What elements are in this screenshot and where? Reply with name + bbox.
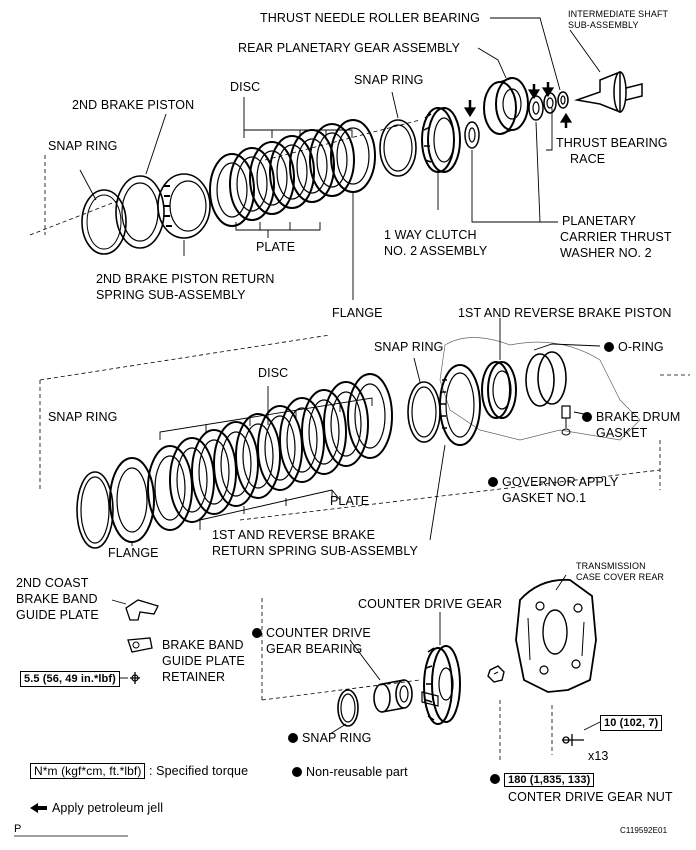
flange-top-label: FLANGE: [332, 306, 383, 320]
page-letter: P: [14, 823, 22, 835]
intermediate-shaft-label-2: SUB-ASSEMBLY: [568, 20, 639, 30]
non-reusable-marker-icon: [582, 412, 592, 422]
counter-drive-bearing-text: COUNTER DRIVE: [266, 626, 371, 640]
o-ring-label: O-RING: [604, 340, 664, 354]
left-arrow-icon: [30, 803, 48, 813]
planetary-carrier-label-1: PLANETARY: [562, 214, 637, 228]
rear-planetary-part: [483, 77, 529, 135]
retainer-label-1: BRAKE BAND: [162, 638, 244, 652]
governor-gasket-label-1: GOVERNOR APPLY: [488, 475, 618, 489]
one-way-clutch-part: [421, 107, 461, 173]
intermediate-shaft-label-1: INTERMEDIATE SHAFT: [568, 9, 669, 19]
first-reverse-return-label-2: RETURN SPRING SUB-ASSEMBLY: [212, 544, 418, 558]
second-brake-piston-part: [115, 175, 165, 249]
case-bolt-torque-box: 10 (102, 7): [600, 715, 663, 731]
gear-nut-torque-row: 180 (1,835, 133): [490, 772, 595, 787]
disc-top-label: DISC: [230, 80, 261, 94]
snap-ring-top-center-label: SNAP RING: [354, 73, 424, 87]
non-reusable-marker-icon: [288, 733, 298, 743]
disc-mid-label: DISC: [258, 366, 289, 380]
second-brake-return-label-1: 2ND BRAKE PISTON RETURN: [96, 272, 275, 286]
plate-top-label: PLATE: [256, 240, 296, 254]
thrust-bearing-race-label-1: THRUST BEARING: [556, 136, 668, 150]
first-reverse-piston-part: [481, 361, 517, 419]
governor-gasket-text: GOVERNOR APPLY: [502, 475, 619, 489]
bolt-count-label: x13: [588, 749, 609, 763]
non-reusable-marker-icon: [488, 477, 498, 487]
retainer-part: [127, 637, 153, 653]
thrust-bearing-race-label-2: RACE: [570, 152, 606, 166]
counter-drive-gear-label: COUNTER DRIVE GEAR: [358, 597, 503, 611]
non-reusable-legend-text: Non-reusable part: [306, 765, 408, 779]
snap-ring-top-left-part: [81, 189, 127, 255]
transmission-case-label-1: TRANSMISSION: [576, 561, 646, 571]
snap-ring-top-left-label: SNAP RING: [48, 139, 118, 153]
planetary-carrier-label-3: WASHER NO. 2: [560, 246, 652, 260]
first-reverse-return-label-1: 1ST AND REVERSE BRAKE: [212, 528, 376, 542]
snap-ring-bottom-label: SNAP RING: [288, 731, 371, 745]
non-reusable-marker-icon: [292, 767, 302, 777]
second-brake-piston-label: 2ND BRAKE PISTON: [72, 98, 195, 112]
guide-plate-part: [125, 599, 159, 621]
one-way-clutch-label-1: 1 WAY CLUTCH: [384, 228, 477, 242]
retainer-label-3: RETAINER: [162, 670, 226, 684]
first-reverse-return-spring-part: [439, 364, 481, 446]
brake-drum-gasket-label-1: BRAKE DRUM: [582, 410, 680, 424]
counter-drive-bearing-label-1: COUNTER DRIVE: [252, 626, 371, 640]
plate-mid-label: PLATE: [330, 494, 370, 508]
case-cover-part: [515, 578, 597, 693]
snap-ring-top-center-part: [379, 119, 417, 177]
return-spring-part: [157, 173, 211, 239]
torque-unit-box: N*m (kgf*cm, ft.*lbf): [30, 763, 146, 779]
rear-planetary-label: REAR PLANETARY GEAR ASSEMBLY: [238, 41, 461, 55]
snap-ring-mid-label: SNAP RING: [374, 340, 444, 354]
counter-drive-gear-part: [421, 645, 461, 725]
counter-drive-bearing-label-2: GEAR BEARING: [266, 642, 363, 656]
petroleum-legend: Apply petroleum jell: [30, 801, 163, 815]
second-brake-return-label-2: SPRING SUB-ASSEMBLY: [96, 288, 246, 302]
non-reusable-legend: Non-reusable part: [292, 765, 408, 779]
top-clutch-pack: [209, 119, 376, 227]
flange-mid-label: FLANGE: [108, 546, 159, 560]
mid-clutch-pack: [147, 373, 393, 531]
intermediate-shaft-part: [574, 70, 643, 114]
snap-ring-mid-left-label: SNAP RING: [48, 410, 118, 424]
transmission-case-label-2: CASE COVER REAR: [576, 572, 665, 582]
second-coast-label-1: 2ND COAST: [16, 576, 89, 590]
brake-drum-gasket-text: BRAKE DRUM: [596, 410, 681, 424]
retainer-torque-box: 5.5 (56, 49 in.*lbf): [20, 671, 120, 687]
petroleum-legend-text: Apply petroleum jell: [52, 801, 164, 815]
gear-nut-label: CONTER DRIVE GEAR NUT: [508, 790, 673, 804]
governor-gasket-label-2: GASKET NO.1: [502, 491, 587, 505]
gear-nut-torque-box: 180 (1,835, 133): [504, 773, 595, 787]
non-reusable-marker-icon: [604, 342, 614, 352]
figure-code: C119592E01: [620, 826, 668, 835]
non-reusable-marker-icon: [490, 774, 500, 784]
torque-legend-text: : Specified torque: [149, 764, 249, 778]
first-reverse-piston-label: 1ST AND REVERSE BRAKE PISTON: [458, 306, 672, 320]
gear-bearing-part: [373, 679, 413, 713]
one-way-clutch-label-2: NO. 2 ASSEMBLY: [384, 244, 488, 258]
brake-drum-gasket-label-2: GASKET: [596, 426, 648, 440]
second-coast-label-2: BRAKE BAND: [16, 592, 98, 606]
thrust-needle-roller-bearing-label: THRUST NEEDLE ROLLER BEARING: [260, 11, 480, 25]
torque-legend: N*m (kgf*cm, ft.*lbf) : Specified torque: [30, 763, 249, 779]
retainer-label-2: GUIDE PLATE: [162, 654, 245, 668]
second-coast-label-3: GUIDE PLATE: [16, 608, 99, 622]
planetary-carrier-label-2: CARRIER THRUST: [560, 230, 672, 244]
snap-ring-bottom-text: SNAP RING: [302, 731, 372, 745]
o-ring-text: O-RING: [618, 340, 664, 354]
non-reusable-marker-icon: [252, 628, 262, 638]
